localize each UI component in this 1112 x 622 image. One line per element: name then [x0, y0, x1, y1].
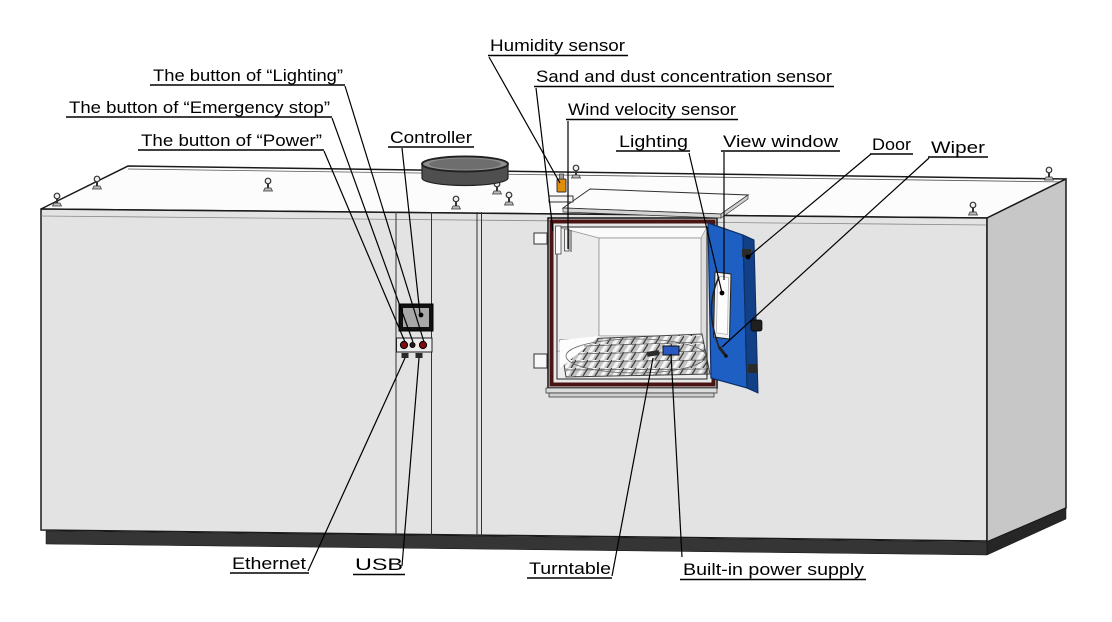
lifting-lug: [450, 195, 462, 210]
label-door: Door: [872, 135, 911, 154]
leader-built-in-power-supply: [670, 353, 683, 558]
lifting-lug: [967, 201, 979, 216]
lighting-button: [418, 340, 428, 350]
label-usb: USB: [355, 555, 403, 574]
label-wind-velocity-sensor: Wind velocity sensor: [568, 100, 736, 119]
leader-controller: [401, 147, 421, 315]
wiper-sweep-arc: [710, 276, 720, 348]
label-built-in-power-supply: Built-in power supply: [683, 560, 865, 579]
lid-right-edge: [720, 194, 749, 219]
label-sand-dust-sensor: Sand and dust concentration sensor: [536, 67, 832, 86]
chamber-base-side: [986, 507, 1067, 556]
floor-corner: [560, 336, 600, 368]
top-back-edge-line: [127, 168, 1067, 183]
power-button: [399, 340, 409, 350]
sensor-bracket: [548, 195, 574, 203]
leader-turntable: [611, 357, 654, 577]
wind-velocity-sensor-probe: [564, 228, 570, 252]
top-duct-cap-inner: [429, 158, 501, 170]
leader-button-lighting: [344, 85, 425, 343]
label-controller: Controller: [390, 128, 472, 147]
usb-port: [415, 353, 423, 358]
lifting-lug: [91, 175, 103, 190]
emergency-stop-button: [409, 341, 416, 348]
wiper-arm: [717, 346, 728, 357]
door-hinge: [742, 249, 751, 257]
latch-keeper: [533, 353, 548, 369]
grating-rail: [583, 341, 705, 347]
leader-humidity-sensor: [488, 56, 561, 184]
chamber-front-face: [40, 208, 988, 542]
lifting-lug: [503, 191, 515, 206]
grating-rail: [577, 350, 707, 355]
chamber-side-face: [986, 177, 1067, 544]
ethernet-port: [401, 353, 409, 358]
view-window-inner: [716, 275, 729, 335]
label-button-lighting: The button of “Lighting”: [153, 66, 343, 85]
door-edge: [742, 234, 759, 394]
humidity-sensor-cap: [559, 173, 564, 180]
door-handle: [750, 319, 763, 332]
lifting-lug: [262, 177, 274, 192]
top-duct: [421, 155, 509, 187]
door-hinge: [748, 364, 757, 373]
label-turntable: Turntable: [529, 559, 611, 578]
leader-usb: [401, 357, 420, 567]
door-opening: [533, 217, 718, 398]
wiper-pivot: [724, 354, 728, 358]
chamber-door: [707, 222, 763, 394]
leader-door: [747, 153, 872, 258]
labels: Humidity sensor Sand and dust concentrat…: [66, 36, 988, 581]
leader-dot-controller: [418, 312, 424, 318]
leader-dot-lighting: [719, 290, 725, 296]
roof-sensors: [548, 173, 574, 255]
interior-left-wall: [556, 226, 600, 353]
label-button-power: The button of “Power”: [141, 131, 322, 150]
label-humidity-sensor: Humidity sensor: [490, 36, 625, 55]
label-wiper: Wiper: [931, 138, 985, 157]
built-in-power-supply: [662, 345, 680, 356]
label-ethernet: Ethernet: [232, 554, 306, 573]
leader-lighting: [688, 152, 723, 294]
door-sill-upper: [545, 387, 718, 394]
opening-inner-frame: [556, 226, 708, 380]
lifting-lug: [51, 192, 63, 207]
grating-rail: [565, 368, 710, 371]
door-sill-lower: [548, 392, 715, 398]
leader-lines: [307, 56, 930, 577]
sand-dust-sensor-probe: [555, 225, 562, 255]
leader-button-power: [323, 150, 406, 343]
label-lighting: Lighting: [619, 132, 688, 151]
turntable-edge: [565, 338, 707, 374]
leader-sand-dust-sensor: [535, 87, 554, 232]
leader-dot-door: [745, 254, 751, 260]
label-button-emergency: The button of “Emergency stop”: [69, 98, 330, 117]
leader-wiper: [721, 157, 930, 348]
grating-rail: [571, 359, 708, 363]
interior-back-wall: [598, 237, 702, 337]
front-top-inner-edge: [40, 215, 988, 226]
latch-keeper: [533, 232, 548, 245]
leader-button-emergency: [331, 117, 414, 343]
lifting-lug: [570, 164, 582, 179]
turntable-hub: [646, 350, 660, 357]
lifting-lug: [1043, 166, 1055, 181]
lifting-lugs: [51, 164, 1055, 216]
leader-ethernet: [307, 357, 406, 572]
label-view-window: View window: [723, 132, 839, 151]
